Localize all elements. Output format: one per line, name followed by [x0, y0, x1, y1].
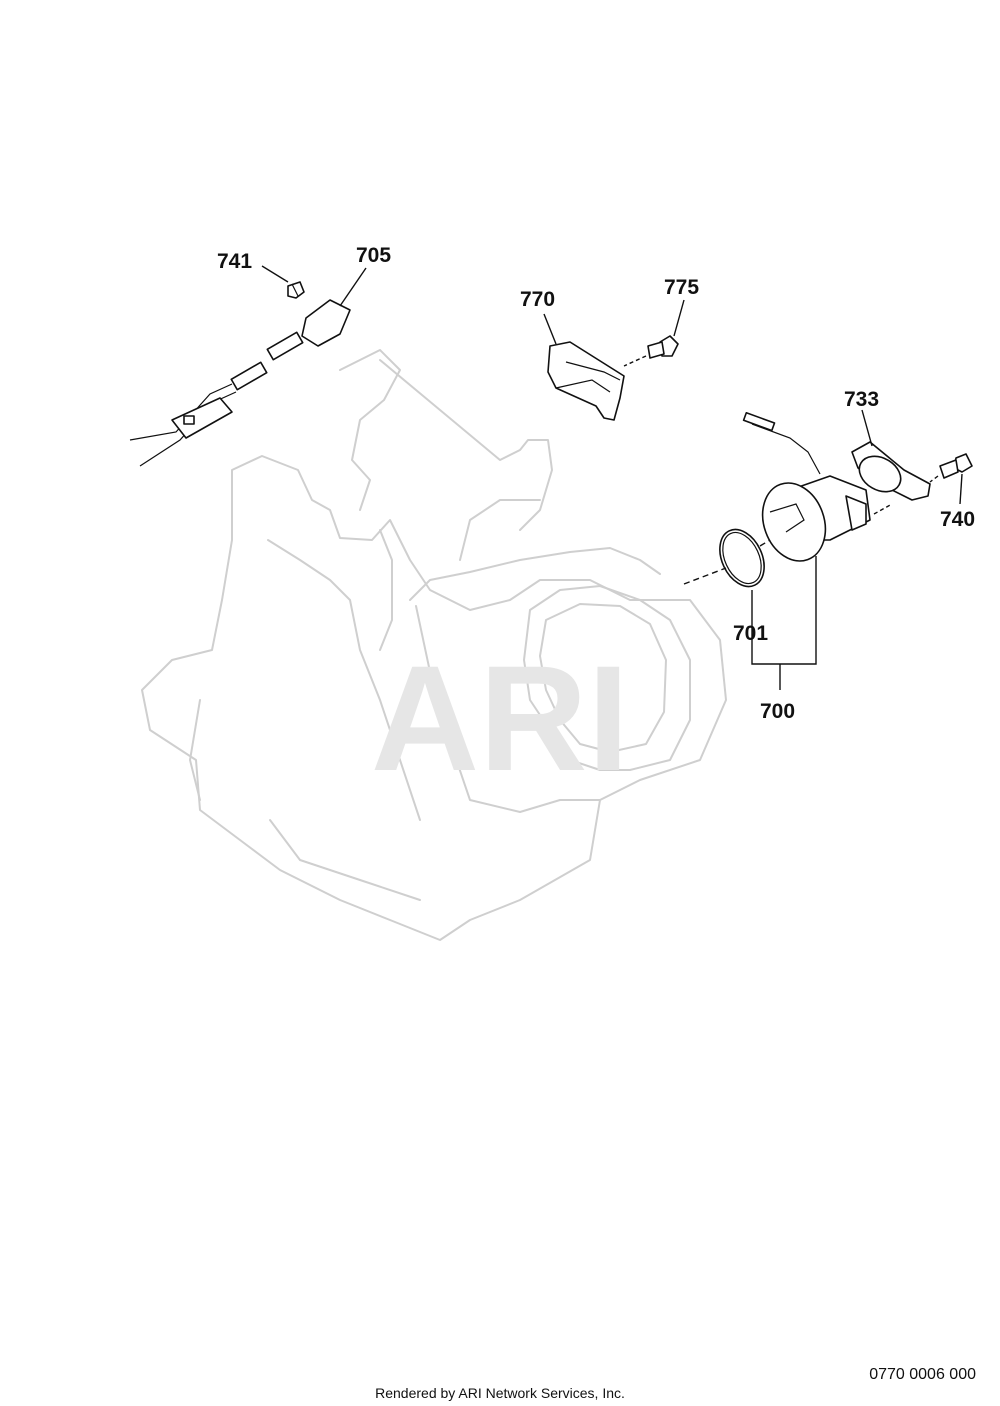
callout-labels: 741 705 770 775 733 740 701 700 — [217, 244, 975, 723]
render-credit: Rendered by ARI Network Services, Inc. — [375, 1385, 625, 1401]
solenoid-700 — [742, 411, 871, 562]
o-ring-701 — [683, 528, 771, 588]
bolt-775 — [623, 335, 679, 367]
callout-775: 775 — [664, 276, 699, 299]
wire-harness-705 — [129, 299, 351, 467]
screw-741 — [287, 281, 305, 299]
callout-700: 700 — [760, 700, 795, 723]
callout-741: 741 — [217, 250, 252, 273]
engine-ghost-outline: ARI — [141, 349, 727, 941]
callout-740: 740 — [940, 508, 975, 531]
cover-plate-733 — [851, 441, 931, 515]
callout-733: 733 — [844, 388, 879, 411]
bracket-770 — [547, 341, 625, 421]
callout-770: 770 — [520, 288, 555, 311]
leader-lines — [261, 265, 963, 690]
watermark-text: ARI — [371, 634, 629, 802]
screw-740 — [929, 453, 973, 483]
drawing-code: 0770 0006 000 — [869, 1366, 976, 1383]
callout-705: 705 — [356, 244, 391, 267]
callout-701: 701 — [733, 622, 768, 645]
